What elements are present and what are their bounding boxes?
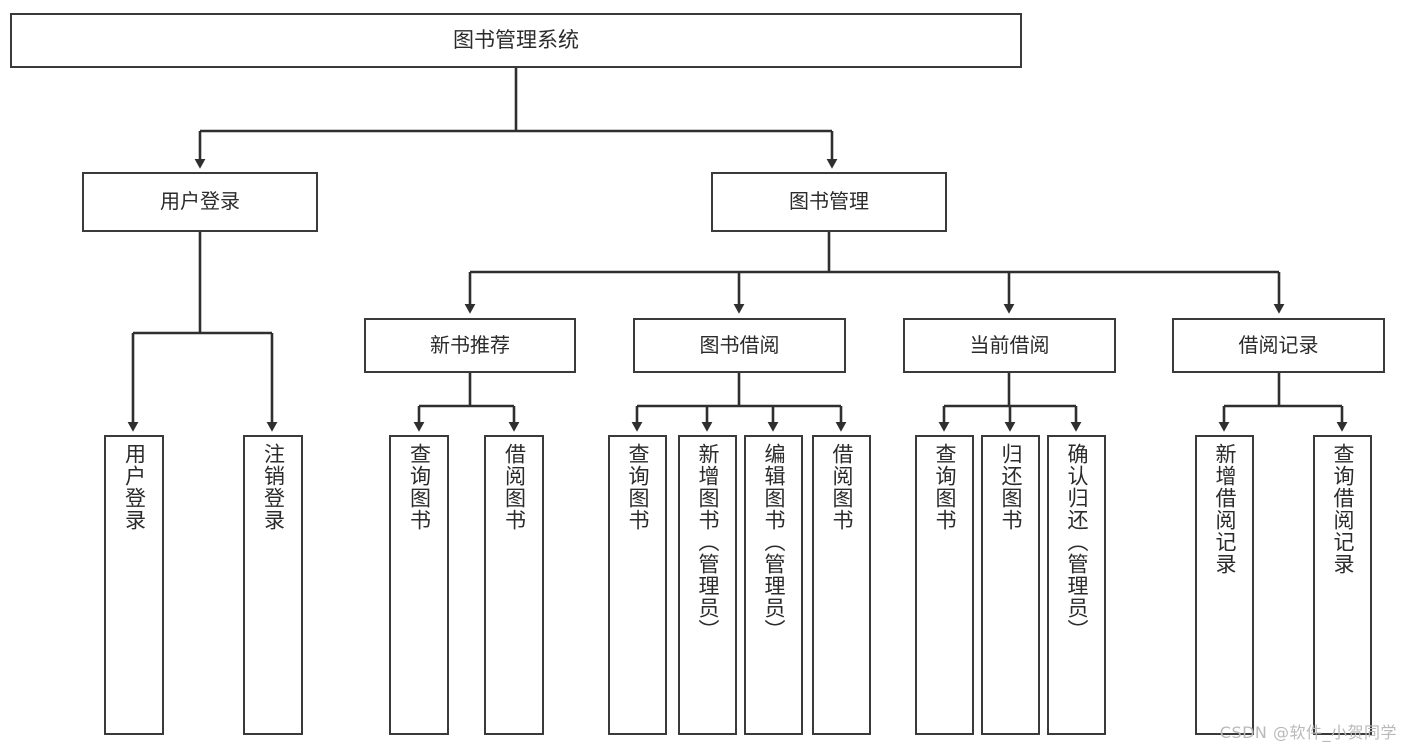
- node-label: 新增图书（管理员）: [696, 443, 720, 641]
- node-label: 图书管理: [789, 189, 869, 214]
- leaf-borrow-book[interactable]: 借阅图书: [812, 435, 871, 735]
- node-label: 用户登录: [122, 443, 147, 531]
- node-label: 编辑图书（管理员）: [762, 443, 786, 641]
- node-label: 借阅图书: [502, 443, 527, 531]
- leaf-add-borrow-record[interactable]: 新增借阅记录: [1195, 435, 1254, 735]
- leaf-user-logout[interactable]: 注销登录: [243, 435, 303, 735]
- node-label: 用户登录: [160, 189, 240, 214]
- leaf-query-book-current[interactable]: 查询图书: [915, 435, 974, 735]
- leaf-return-book[interactable]: 归还图书: [981, 435, 1040, 735]
- leaf-query-book-recommend[interactable]: 查询图书: [389, 435, 449, 735]
- node-user-login[interactable]: 用户登录: [82, 172, 318, 232]
- node-label: 新书推荐: [430, 332, 510, 357]
- node-book-borrow[interactable]: 图书借阅: [633, 318, 846, 373]
- node-label: 注销登录: [261, 443, 286, 531]
- leaf-query-book-borrow[interactable]: 查询图书: [608, 435, 667, 735]
- leaf-edit-book-admin[interactable]: 编辑图书（管理员）: [744, 435, 803, 735]
- node-label: 借阅图书: [830, 443, 854, 531]
- watermark-text: CSDN @软件_小贺同学: [1219, 723, 1397, 742]
- node-label: 归还图书: [999, 443, 1023, 531]
- leaf-query-borrow-record[interactable]: 查询借阅记录: [1313, 435, 1372, 735]
- node-label: 查询图书: [407, 443, 432, 531]
- node-new-book-recommend[interactable]: 新书推荐: [364, 318, 576, 373]
- node-label: 新增借阅记录: [1213, 443, 1237, 575]
- node-label: 确认归还（管理员）: [1065, 443, 1089, 641]
- leaf-confirm-return-admin[interactable]: 确认归还（管理员）: [1047, 435, 1106, 735]
- leaf-add-book-admin[interactable]: 新增图书（管理员）: [678, 435, 737, 735]
- node-label: 查询图书: [933, 443, 957, 531]
- node-label: 借阅记录: [1238, 332, 1319, 357]
- node-current-borrow[interactable]: 当前借阅: [903, 318, 1116, 373]
- node-borrow-record[interactable]: 借阅记录: [1172, 318, 1385, 373]
- leaf-user-login[interactable]: 用户登录: [104, 435, 164, 735]
- node-label: 查询图书: [626, 443, 650, 531]
- node-book-management[interactable]: 图书管理: [711, 172, 947, 232]
- node-label: 查询借阅记录: [1331, 443, 1355, 575]
- node-label: 图书管理系统: [453, 28, 579, 53]
- node-label: 当前借阅: [969, 332, 1050, 357]
- node-label: 图书借阅: [699, 332, 780, 357]
- leaf-borrow-book-recommend[interactable]: 借阅图书: [484, 435, 544, 735]
- node-root-system[interactable]: 图书管理系统: [10, 13, 1022, 68]
